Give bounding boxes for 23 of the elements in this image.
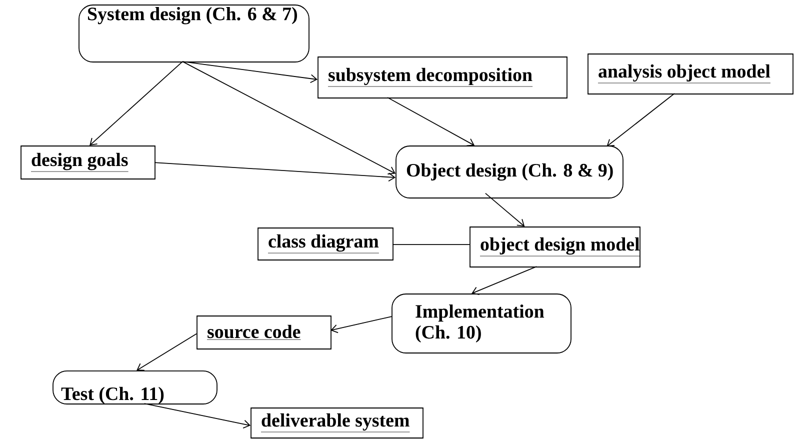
artifact-box: deliverable system: [250, 408, 424, 438]
arrow: [144, 403, 251, 429]
arrow: [485, 192, 525, 227]
arrow: [154, 162, 396, 182]
artifact-box: subsystem decomposition: [318, 56, 568, 98]
artifact-box: source code: [196, 316, 332, 350]
arrow: [606, 93, 675, 147]
connector-line: [392, 244, 470, 245]
arrow: [182, 61, 396, 174]
arrow: [472, 266, 537, 296]
artifact-box: class diagram: [258, 228, 394, 260]
process-box: Implementation (Ch. 10): [392, 294, 572, 354]
arrow: [182, 61, 318, 84]
arrow: [330, 316, 392, 334]
process-box: Test (Ch. 11): [52, 370, 218, 404]
process-box: System design (Ch. 6 & 7): [78, 4, 310, 62]
arrow: [136, 333, 197, 371]
artifact-box: design goals: [20, 146, 156, 180]
arrow: [90, 61, 183, 146]
artifact-box: object design model: [470, 226, 640, 268]
artifact-box: analysis object model: [588, 54, 794, 94]
process-box: Object design (Ch. 8 & 9): [396, 146, 624, 198]
arrow: [387, 97, 475, 146]
